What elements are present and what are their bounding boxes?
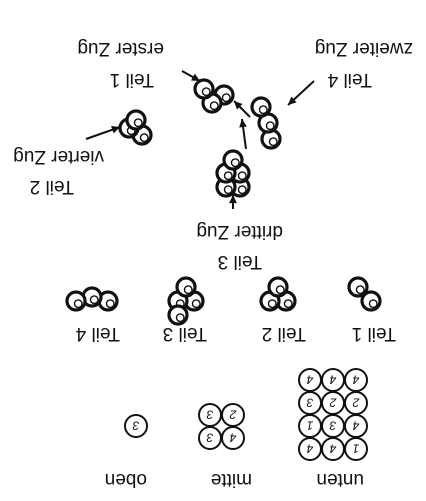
label-teil4-row: Teil 4 [75,323,120,344]
unten-ball [298,368,322,392]
arrow-vierter-zug-head [111,126,120,134]
label-unten: unten [316,469,364,490]
label-teil2-row: Teil 2 [261,323,306,344]
teil3-ball-highlight [191,299,201,309]
oben-ball-number: 3 [132,419,139,433]
unten-ball-number: 3 [306,396,313,410]
assembly-teil3-ball-highlight [230,158,240,168]
unten-ball-number: 2 [329,396,337,410]
arrow-dritter-zug-up-head [239,119,247,128]
unten-ball-number: 4 [352,373,359,387]
label-teil3-row: Teil 3 [162,323,207,344]
teil4-ball-highlight [105,299,115,309]
assembly-teil2-ball-highlight [133,118,143,128]
label-mitte: mitte [210,469,252,490]
teil1-ball-highlight [355,285,365,295]
assembly-teil3-ball-highlight [223,171,233,181]
arrow-zweiter-zug-head [288,96,297,105]
label-erster-zug: erster Zug [77,38,164,59]
unten-ball-number: 4 [329,442,336,456]
arrow-zweiter-zug-join-head [234,101,243,110]
label-teil4: Teil 4 [327,69,372,90]
teil3-ball-highlight [183,285,193,295]
assembly-teil4-ball-highlight [258,105,268,115]
mitte-ball-number: 3 [206,408,213,422]
label-teil1-row: Teil 1 [351,323,396,344]
assembly-teil1-ball-highlight [221,93,231,103]
teil3-ball-highlight [175,313,185,323]
assembly-teil2-ball-highlight [139,133,149,143]
label-teil3: Teil 3 [217,251,262,272]
teil4-ball-highlight [89,295,99,305]
mitte-ball [198,403,222,427]
unten-ball-number: 1 [307,419,314,433]
unten-ball-number: 4 [352,419,359,433]
mitte-ball-number: 2 [229,408,237,422]
teil2-ball-highlight [267,299,277,309]
mitte-ball-number: 4 [229,431,236,445]
assembly-teil4-ball-highlight [268,137,278,147]
assembly-teil1-ball-highlight [201,87,211,97]
unten-ball-number: 4 [329,373,336,387]
oben-ball [124,414,148,438]
unten-ball-number: 4 [306,373,313,387]
label-teil1: Teil 1 [109,69,154,90]
mitte-ball-number: 3 [206,431,213,445]
assembly-teil3-ball-highlight [223,185,233,195]
label-vierter-zug: vierter Zug [13,146,104,167]
teil1-ball-highlight [368,299,378,309]
teil4-ball-highlight [73,299,83,309]
assembly-teil1-ball-highlight [209,101,219,111]
arrow-dritter-zug-head [229,195,237,204]
label-zweiter-zug: zweiter Zug [314,38,413,59]
teil2-ball-highlight [283,299,293,309]
unten-ball-number: 3 [329,419,336,433]
arrow-erster-zug-head [191,73,200,81]
unten-ball-number: 4 [306,442,313,456]
assembly-teil3-ball-highlight [237,185,247,195]
assembly-teil3-ball-highlight [237,171,247,181]
unten-ball-number: 1 [353,442,360,456]
label-dritter-zug: dritter Zug [196,221,283,242]
unten-ball-number: 2 [352,396,360,410]
assembly-teil4-ball-highlight [265,121,275,131]
teil2-ball-highlight [275,285,285,295]
label-teil2: Teil 2 [29,176,74,197]
label-oben: oben [104,469,147,490]
